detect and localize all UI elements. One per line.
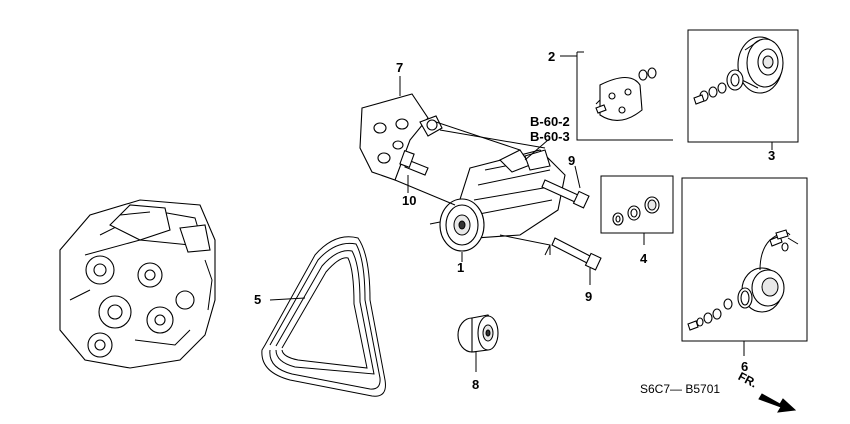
reference-b-60-2: B-60-2 [530, 114, 570, 129]
callout-5: 5 [254, 292, 261, 307]
compressor-bracket [359, 93, 443, 181]
reference-b-60-3: B-60-3 [530, 129, 570, 144]
front-indicator: FR. [736, 369, 797, 413]
callout-7: 7 [396, 60, 403, 75]
callout-10: 10 [402, 193, 416, 208]
bolt-10 [399, 150, 429, 176]
bolt-9-lower [551, 237, 602, 271]
drive-belt [261, 236, 386, 397]
idler-pulley [457, 314, 499, 353]
kit-box-4 [600, 175, 674, 234]
front-label: FR. [736, 369, 760, 390]
kit-box-3 [687, 29, 799, 143]
callout-4: 4 [640, 251, 648, 266]
callout-1: 1 [457, 260, 464, 275]
callout-2: 2 [548, 49, 555, 64]
diagram-code: S6C7— B5701 [640, 382, 720, 396]
callout-leaders [269, 55, 773, 372]
callout-9-lower: 9 [585, 289, 592, 304]
callout-8: 8 [472, 377, 479, 392]
kit-box-6 [681, 177, 808, 342]
kit-box-2 [576, 51, 673, 141]
front-arrow-icon [758, 393, 797, 413]
callout-3: 3 [768, 148, 775, 163]
engine-illustration [59, 199, 216, 369]
callout-9-upper: 9 [568, 153, 575, 168]
ac-compressor [429, 149, 566, 252]
bolt-9-upper [541, 179, 590, 209]
callout-6: 6 [741, 359, 748, 374]
assembly-lines [394, 121, 551, 256]
